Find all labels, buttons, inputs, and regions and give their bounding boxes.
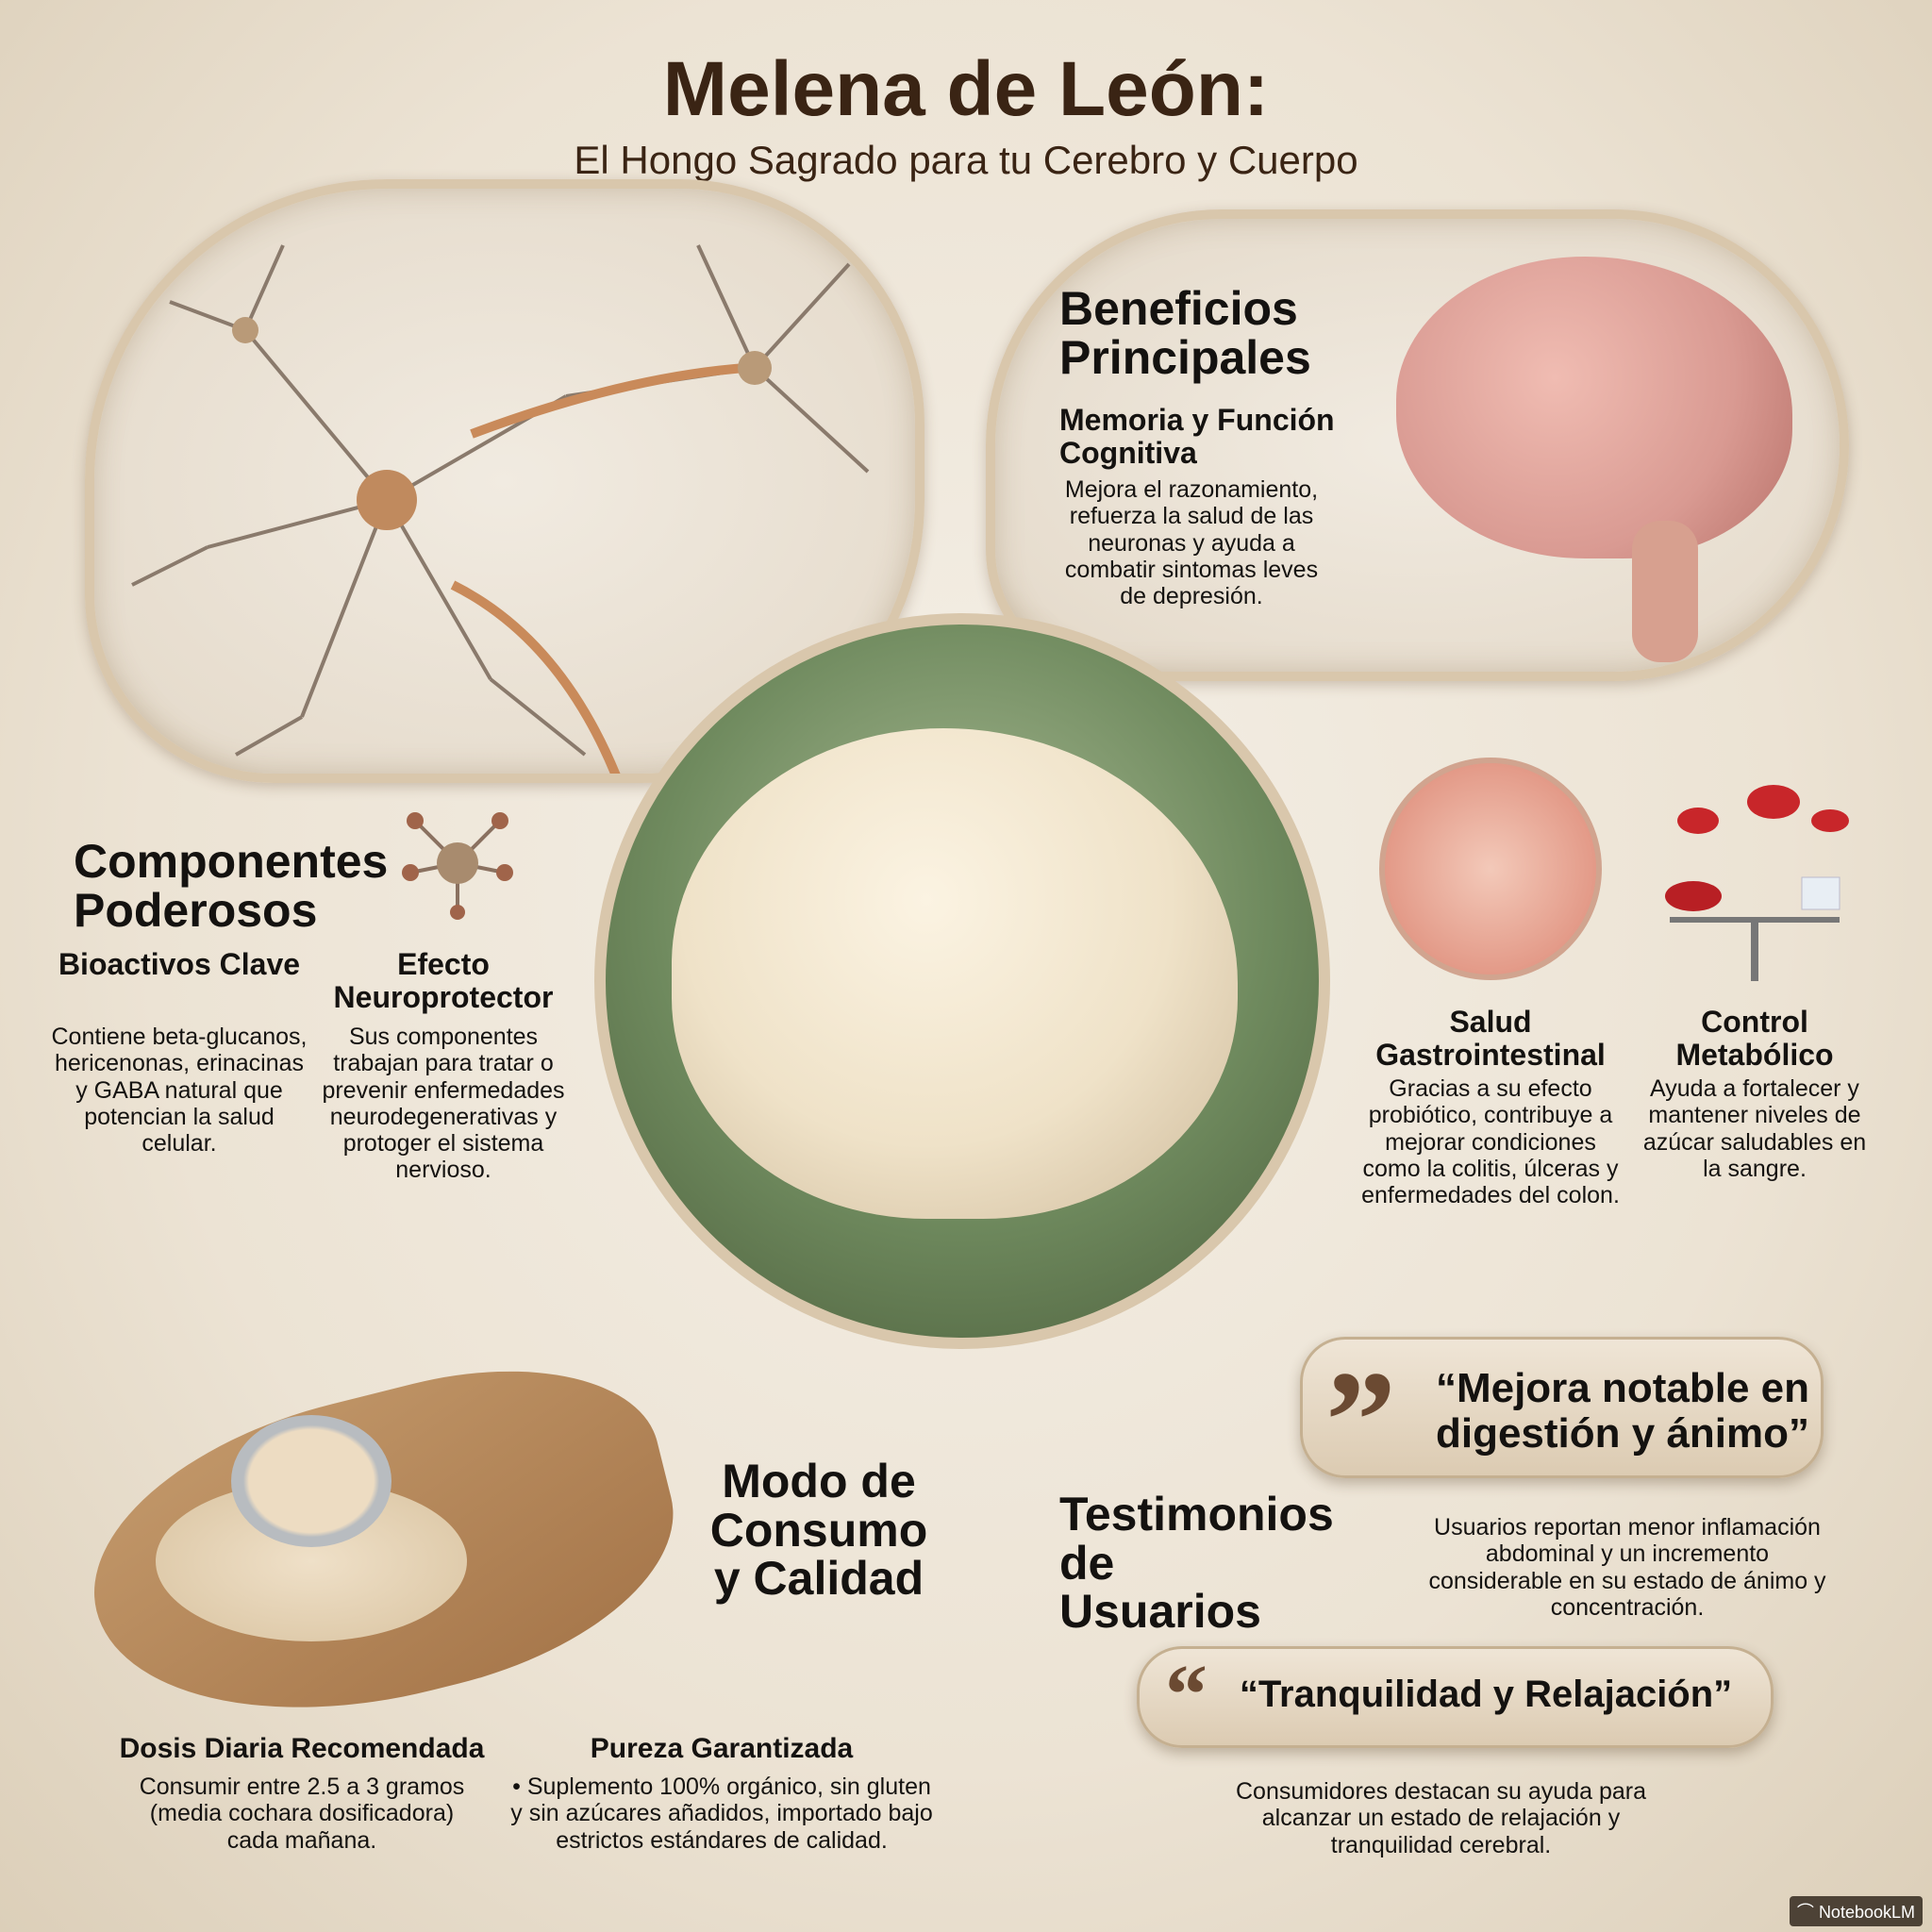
brain-icon bbox=[1396, 257, 1792, 558]
consumption-heading: Modo de Consumo y Calidad bbox=[709, 1455, 928, 1605]
components-heading: Componentes Poderosos bbox=[74, 835, 389, 937]
neuroprotective-title: Efecto Neuroprotector bbox=[333, 947, 554, 1014]
benefits-heading: Beneficios Principales bbox=[1059, 282, 1311, 384]
digestive-system-icon bbox=[1379, 758, 1602, 980]
purity-text-content: Suplemento 100% orgánico, sin gluten y s… bbox=[510, 1774, 933, 1854]
notebooklm-logo-icon: ⌒ bbox=[1796, 1903, 1819, 1922]
neuroprotective-text: Sus componentes trabajan para tratar o p… bbox=[322, 1024, 565, 1184]
gut-health-text: Gracias a su efecto probiótico, contribu… bbox=[1361, 1075, 1620, 1208]
testimonial-text-1: Usuarios reportan menor inflamación abdo… bbox=[1428, 1514, 1826, 1621]
metabolic-text: Ayuda a fortalecer y mantener niveles de… bbox=[1642, 1075, 1867, 1182]
quote-mark-icon: “ bbox=[1165, 1648, 1208, 1741]
testimonial-bubble-1 bbox=[1300, 1337, 1824, 1478]
testimonials-heading: Testimonios de Usuarios bbox=[1059, 1488, 1334, 1638]
memory-title: Memoria y Función Cognitiva bbox=[1059, 403, 1335, 470]
gut-health-title: Salud Gastrointestinal bbox=[1375, 1005, 1606, 1072]
benefits-panel bbox=[986, 209, 1849, 681]
testimonial-quote-2: “Tranquilidad y Relajación” bbox=[1239, 1674, 1733, 1715]
testimonial-quote-1: “Mejora notable en digestión y ánimo” bbox=[1435, 1365, 1810, 1457]
neuron-illustration bbox=[85, 179, 924, 794]
testimonial-bubble-2 bbox=[1137, 1646, 1774, 1748]
purity-text: • Suplemento 100% orgánico, sin gluten y… bbox=[509, 1774, 934, 1854]
quote-mark-icon: ” bbox=[1325, 1342, 1396, 1499]
molecule-icon bbox=[401, 807, 514, 920]
dose-title: Dosis Diaria Recomendada bbox=[119, 1733, 485, 1764]
wooden-board-spoon-illustration bbox=[61, 1321, 703, 1765]
watermark-text: NotebookLM bbox=[1818, 1903, 1915, 1922]
bioactives-text: Contiene beta-glucanos, hericenonas, eri… bbox=[51, 1024, 308, 1157]
page-subtitle: El Hongo Sagrado para tu Cerebro y Cuerp… bbox=[574, 138, 1358, 182]
neuron-icon bbox=[131, 244, 870, 794]
mushroom-illustration bbox=[594, 613, 1330, 1349]
blood-sugar-scale-icon bbox=[1641, 755, 1868, 981]
bullet: • bbox=[512, 1774, 527, 1800]
memory-text: Mejora el razonamiento, refuerza la salu… bbox=[1064, 476, 1319, 609]
notebooklm-watermark: ⌒ NotebookLM bbox=[1789, 1896, 1923, 1926]
testimonial-text-2: Consumidores destacan su ayuda para alca… bbox=[1236, 1778, 1646, 1858]
page-title: Melena de León: bbox=[662, 46, 1270, 132]
spoon-icon bbox=[231, 1415, 391, 1547]
purity-title: Pureza Garantizada bbox=[590, 1733, 854, 1764]
brain-stem-icon bbox=[1632, 521, 1698, 662]
bioactives-title: Bioactivos Clave bbox=[58, 947, 301, 981]
mushroom-icon bbox=[672, 728, 1238, 1219]
metabolic-title: Control Metabólico bbox=[1675, 1005, 1834, 1072]
dose-text: Consumir entre 2.5 a 3 gramos (media coc… bbox=[139, 1774, 465, 1854]
